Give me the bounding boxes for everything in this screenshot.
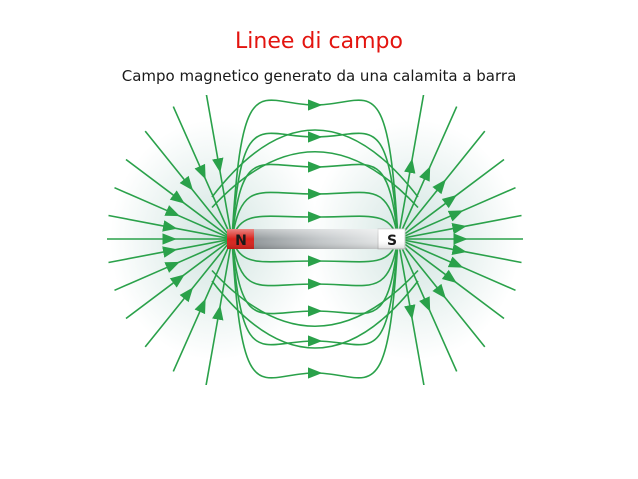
glow-south — [310, 120, 520, 360]
field-line — [211, 269, 419, 327]
field-line — [231, 161, 399, 240]
field-lines-diagram: N S — [107, 95, 523, 385]
field-line — [211, 280, 419, 349]
field-line — [231, 188, 399, 240]
field-line — [397, 130, 486, 240]
field-line — [172, 238, 233, 372]
field-line — [205, 238, 233, 385]
field-line — [397, 95, 425, 240]
south-pole-label: S — [387, 233, 397, 249]
field-line — [108, 238, 233, 264]
field-line — [397, 238, 516, 292]
field-line — [231, 238, 399, 317]
field-line — [144, 130, 233, 240]
field-line — [397, 238, 486, 348]
magnet-shading — [227, 229, 405, 249]
field-line — [231, 238, 399, 379]
field-line — [114, 186, 233, 240]
field-line — [231, 238, 399, 347]
field-line — [231, 131, 399, 240]
field-line — [211, 129, 419, 198]
field-line — [108, 214, 233, 240]
field-line — [231, 238, 399, 290]
field-line — [114, 238, 233, 292]
field-line — [231, 99, 399, 240]
field-line — [125, 238, 233, 320]
glow-north — [110, 120, 320, 360]
field-line — [397, 158, 505, 240]
field-line — [397, 238, 458, 372]
slide-title: Linee di campo — [235, 29, 403, 54]
field-line — [211, 151, 419, 209]
field-line — [397, 238, 425, 385]
slide-subtitle: Campo magnetico generato da una calamita… — [121, 67, 517, 85]
magnetic-field-figure: N S — [100, 95, 530, 385]
bar-magnet-icon: N S — [227, 228, 406, 250]
field-line — [397, 238, 505, 320]
field-line — [144, 238, 233, 348]
field-line — [397, 238, 522, 264]
field-line — [231, 238, 399, 267]
field-lines-group — [107, 95, 523, 385]
field-line — [397, 186, 516, 240]
field-line — [397, 214, 522, 240]
north-pole-label: N — [235, 233, 247, 249]
field-line — [205, 95, 233, 240]
field-line — [397, 106, 458, 240]
field-line — [125, 158, 233, 240]
field-line — [231, 211, 399, 240]
field-line — [172, 106, 233, 240]
